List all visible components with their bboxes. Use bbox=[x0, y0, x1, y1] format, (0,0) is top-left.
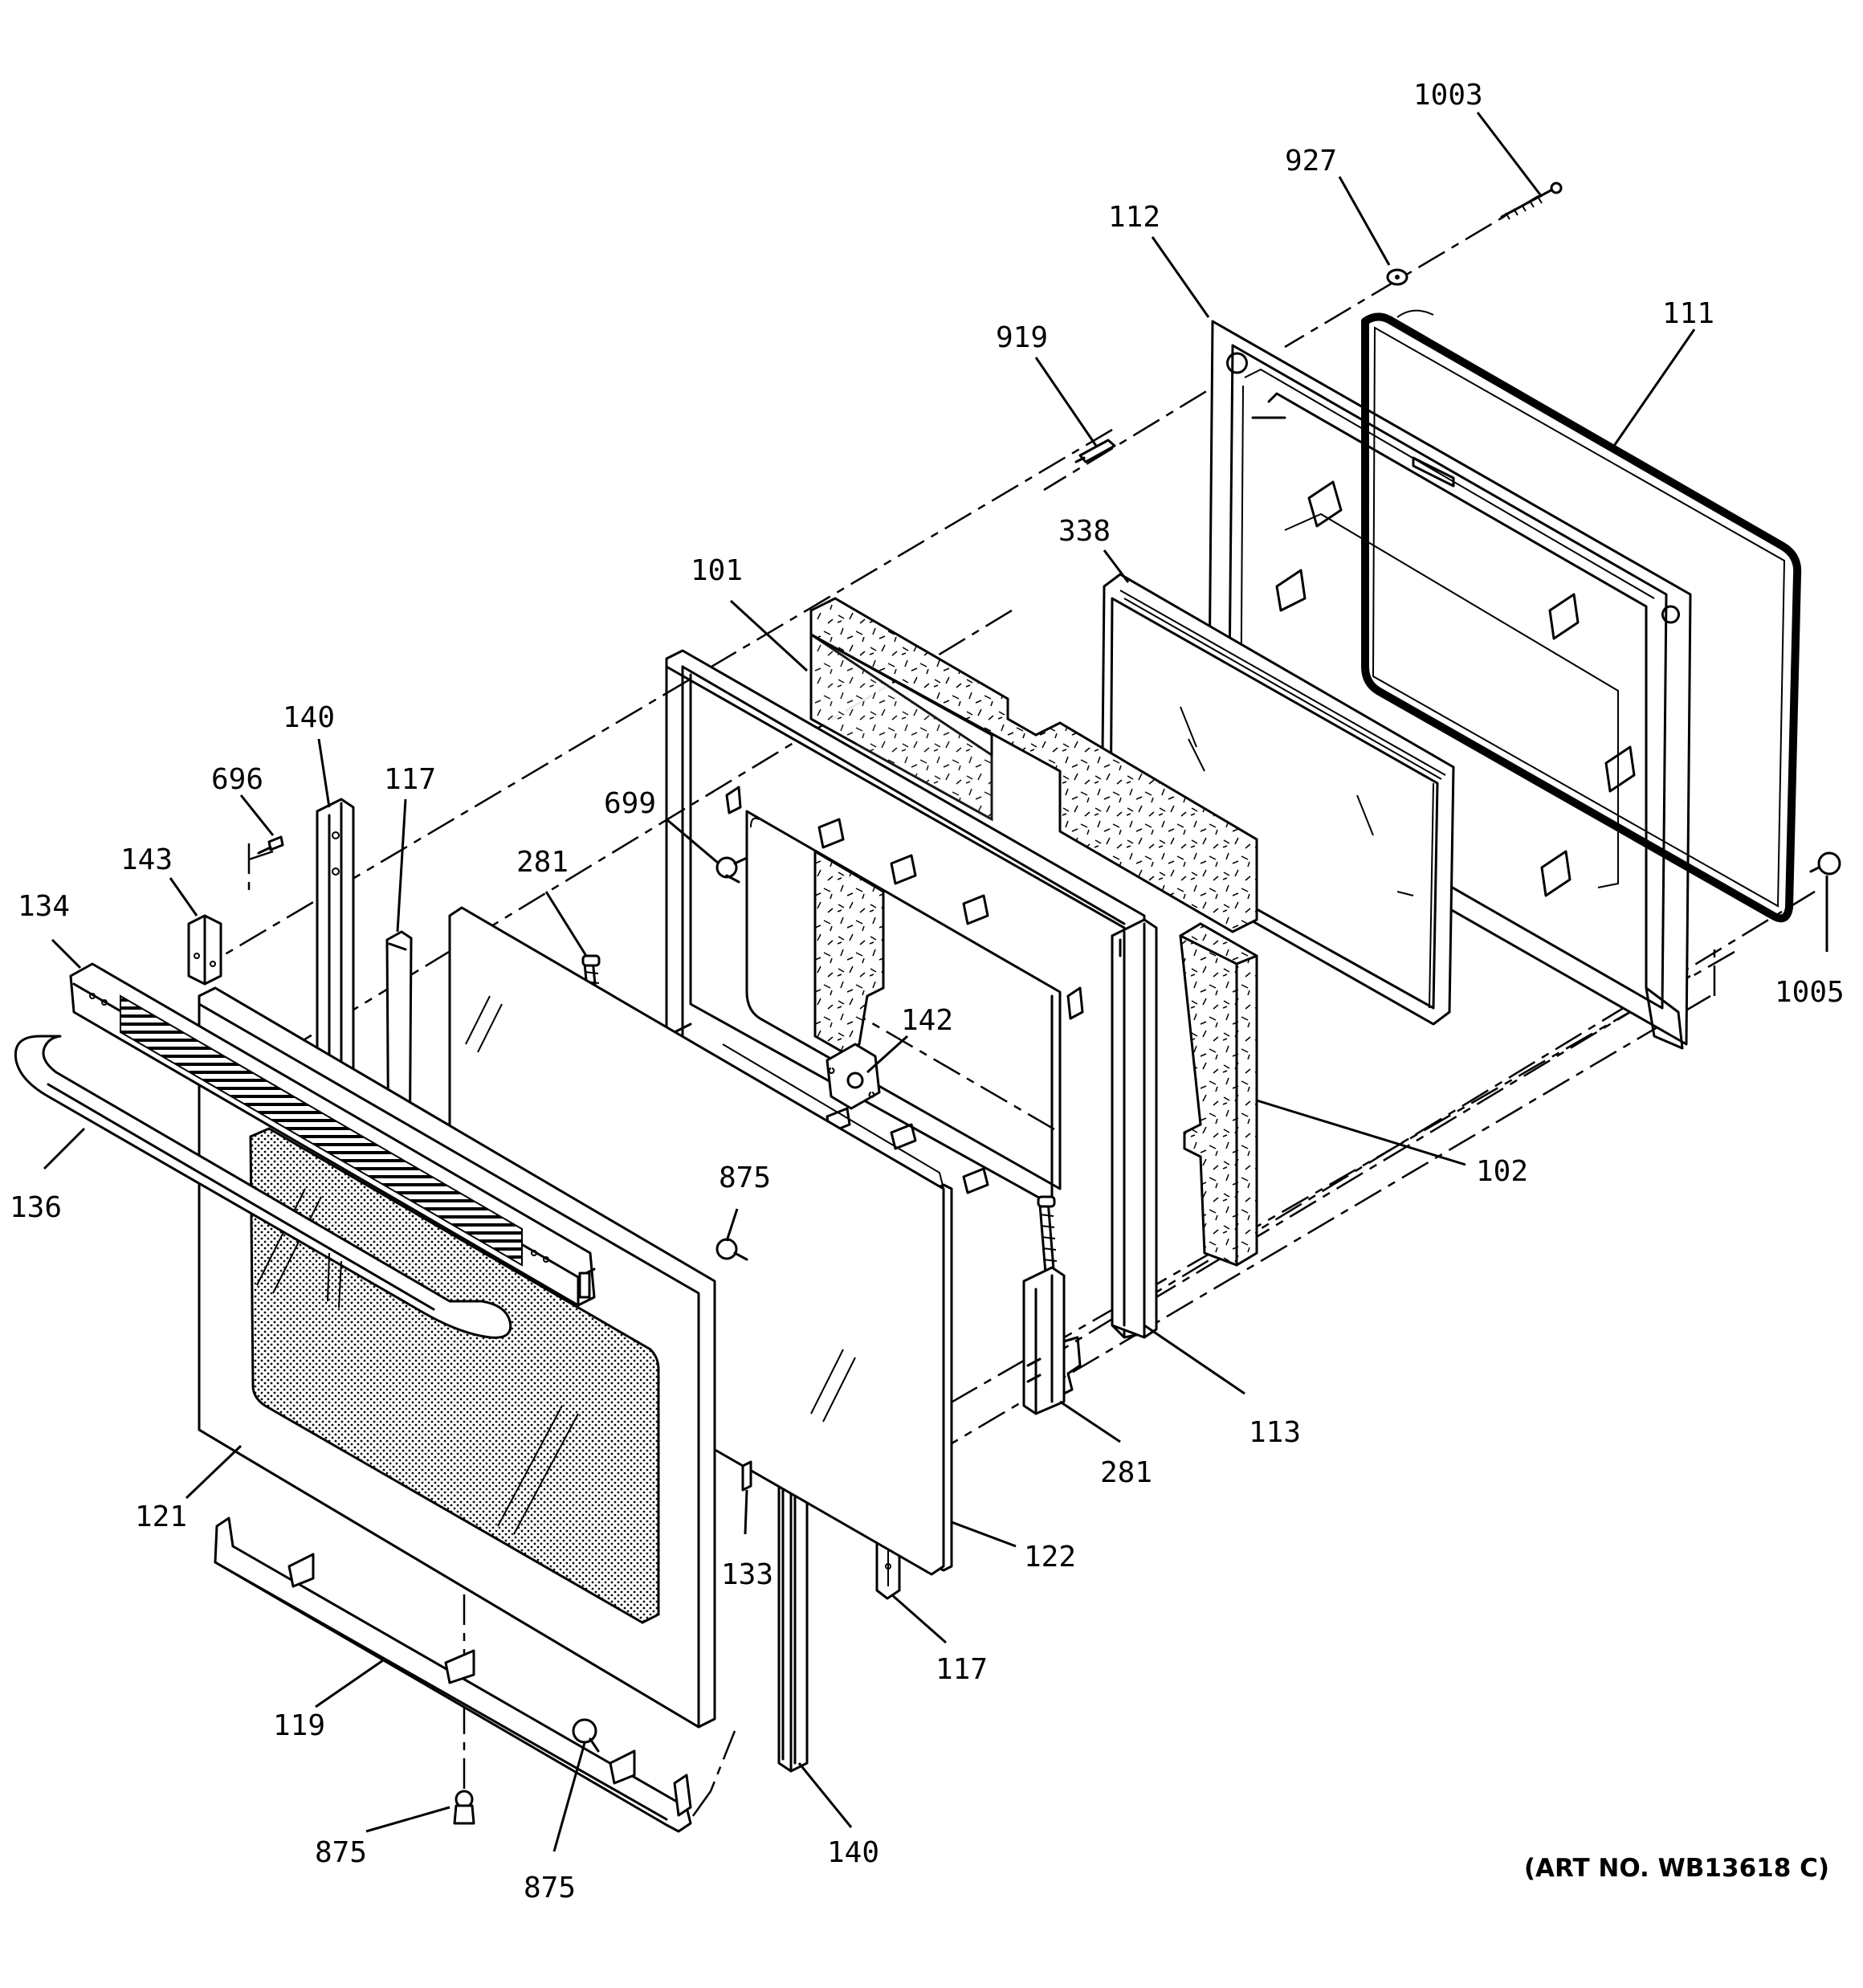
label-338: 338 bbox=[1058, 515, 1111, 548]
art-number: (ART NO. WB13618 C) bbox=[1524, 1854, 1829, 1883]
insulation-102 bbox=[1179, 922, 1258, 1267]
label-119: 119 bbox=[273, 1709, 325, 1742]
label-136: 136 bbox=[10, 1191, 62, 1224]
label-102: 102 bbox=[1476, 1155, 1528, 1188]
insulation-101 bbox=[809, 597, 1258, 933]
screw-875-left bbox=[453, 1790, 475, 1825]
part-labels: 1003 927 112 111 919 338 101 140 117 696… bbox=[10, 79, 1845, 1904]
door-gasket-111 bbox=[1361, 309, 1802, 923]
label-140-bottom: 140 bbox=[827, 1836, 879, 1869]
screw-1005 bbox=[1809, 851, 1841, 876]
label-927: 927 bbox=[1285, 145, 1337, 178]
bottom-trim-119 bbox=[214, 1517, 692, 1833]
label-121: 121 bbox=[135, 1500, 187, 1533]
standoff-919 bbox=[1074, 439, 1116, 463]
label-142: 142 bbox=[901, 1004, 953, 1037]
label-140-top: 140 bbox=[283, 701, 335, 734]
label-111: 111 bbox=[1662, 297, 1714, 330]
screw-875-mid bbox=[715, 1238, 748, 1261]
clip-133 bbox=[741, 1460, 752, 1492]
label-875-mid: 875 bbox=[719, 1161, 771, 1194]
vent-trim-134 bbox=[69, 962, 596, 1307]
label-143: 143 bbox=[120, 843, 173, 876]
screw-699 bbox=[715, 856, 748, 884]
leader-lines bbox=[43, 112, 1828, 1852]
label-696: 696 bbox=[211, 763, 263, 796]
label-1003: 1003 bbox=[1413, 79, 1483, 112]
screw-1003 bbox=[1500, 182, 1563, 220]
label-112: 112 bbox=[1108, 201, 1160, 234]
label-117-top: 117 bbox=[384, 763, 436, 796]
label-113: 113 bbox=[1249, 1416, 1301, 1449]
label-281-left: 281 bbox=[516, 846, 569, 879]
label-133: 133 bbox=[721, 1558, 773, 1591]
label-117-bottom: 117 bbox=[936, 1653, 988, 1686]
hinge-281-right bbox=[1022, 1195, 1082, 1415]
bracket-143 bbox=[187, 914, 222, 986]
label-101: 101 bbox=[691, 554, 743, 587]
handle-136 bbox=[14, 1035, 512, 1339]
label-134: 134 bbox=[18, 890, 70, 923]
inner-glass-338 bbox=[1100, 573, 1455, 1026]
label-122: 122 bbox=[1024, 1541, 1076, 1574]
washer-927 bbox=[1386, 268, 1408, 286]
screw-875-trim bbox=[572, 1718, 600, 1753]
label-875-left: 875 bbox=[315, 1836, 367, 1869]
label-281-right: 281 bbox=[1100, 1456, 1152, 1489]
inner-door-panel-113 bbox=[665, 649, 1158, 1339]
label-875-bottom: 875 bbox=[524, 1872, 576, 1904]
label-699: 699 bbox=[604, 787, 656, 820]
screw-696 bbox=[257, 835, 284, 855]
label-919: 919 bbox=[996, 321, 1048, 354]
label-1005: 1005 bbox=[1775, 976, 1845, 1009]
